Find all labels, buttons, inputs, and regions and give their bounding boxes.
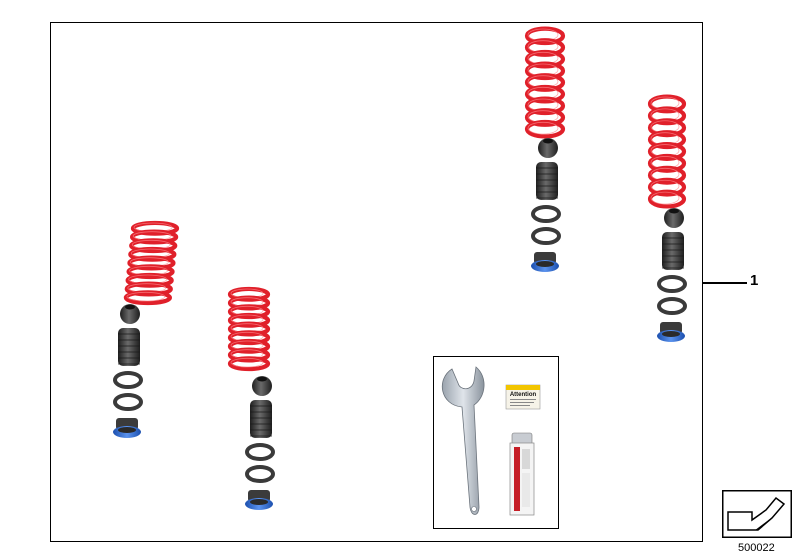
spring-icon (227, 286, 271, 372)
dust-boot-icon (662, 232, 684, 270)
diagram-frame (50, 22, 703, 542)
spring-seat-icon (531, 252, 559, 272)
spring-icon (524, 26, 566, 139)
spring-pad-icon (113, 393, 143, 411)
spring-pad-icon (113, 371, 143, 389)
spring-icon (123, 220, 180, 306)
spring-pad-icon (531, 205, 561, 223)
callout-line (703, 282, 747, 284)
bump-stop-icon (538, 138, 558, 158)
diagram-code: 500022 (738, 542, 775, 554)
accessory-inset: Attention (433, 356, 559, 529)
spring-seat-icon (657, 322, 685, 342)
spring-pad-icon (657, 275, 687, 293)
spring-pad-icon (657, 297, 687, 315)
coilover-set (227, 286, 275, 510)
dust-boot-icon (118, 328, 140, 366)
label-card-icon: Attention (505, 384, 541, 410)
spring-pad-icon (531, 227, 561, 245)
spring-seat-icon (245, 490, 273, 510)
coilover-set (647, 94, 687, 342)
dust-boot-icon (536, 162, 558, 200)
callout-number[interactable]: 1 (750, 272, 759, 289)
coilover-set (113, 220, 180, 438)
spring-seat-icon (113, 418, 141, 438)
spring-icon (647, 94, 687, 209)
label-card-title: Attention (510, 392, 537, 398)
spring-pad-icon (245, 443, 275, 461)
bump-stop-icon (252, 376, 272, 396)
bump-stop-icon (120, 304, 140, 324)
coilover-set (524, 26, 566, 272)
dust-boot-icon (250, 400, 272, 438)
bump-stop-icon (664, 208, 684, 228)
navigation-arrow-icon[interactable] (722, 490, 792, 538)
spanner-wrench-icon (441, 366, 485, 515)
grease-tube-icon (509, 432, 535, 516)
spring-pad-icon (245, 465, 275, 483)
